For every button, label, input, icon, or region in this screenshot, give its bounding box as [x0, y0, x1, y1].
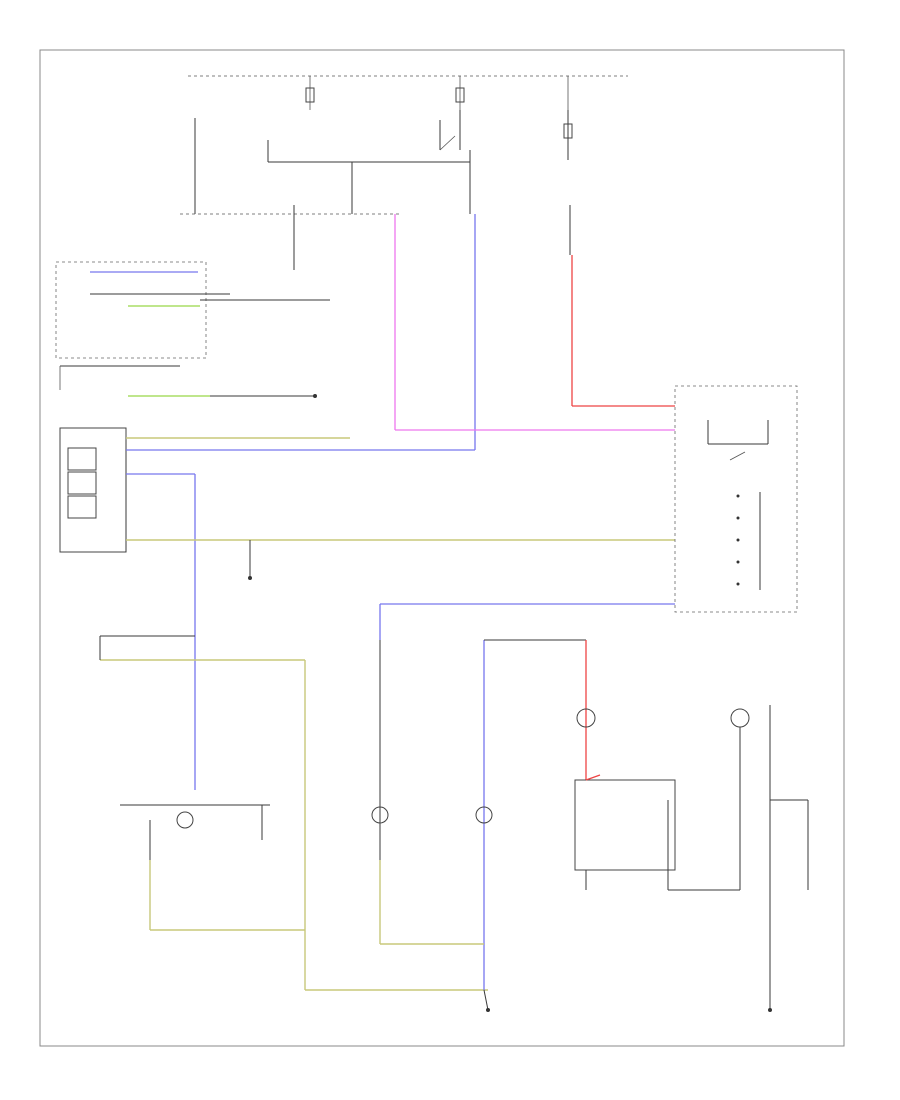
- fuse-1: [305, 87, 315, 103]
- headlamp-switch: [674, 385, 798, 613]
- lower-center: [371, 639, 586, 1012]
- mid-wires: [126, 214, 675, 860]
- fuse-2: [455, 87, 465, 103]
- diagram-frame: [39, 49, 845, 1047]
- power-bus: [188, 75, 628, 110]
- fuse-group: [305, 87, 573, 139]
- lower-right: [574, 640, 809, 1012]
- lower-left: [99, 635, 488, 991]
- instrument-cluster: [59, 427, 127, 553]
- left-switches: [55, 261, 330, 398]
- upper-junction: [180, 110, 571, 270]
- switch-housing-upper: [55, 261, 207, 359]
